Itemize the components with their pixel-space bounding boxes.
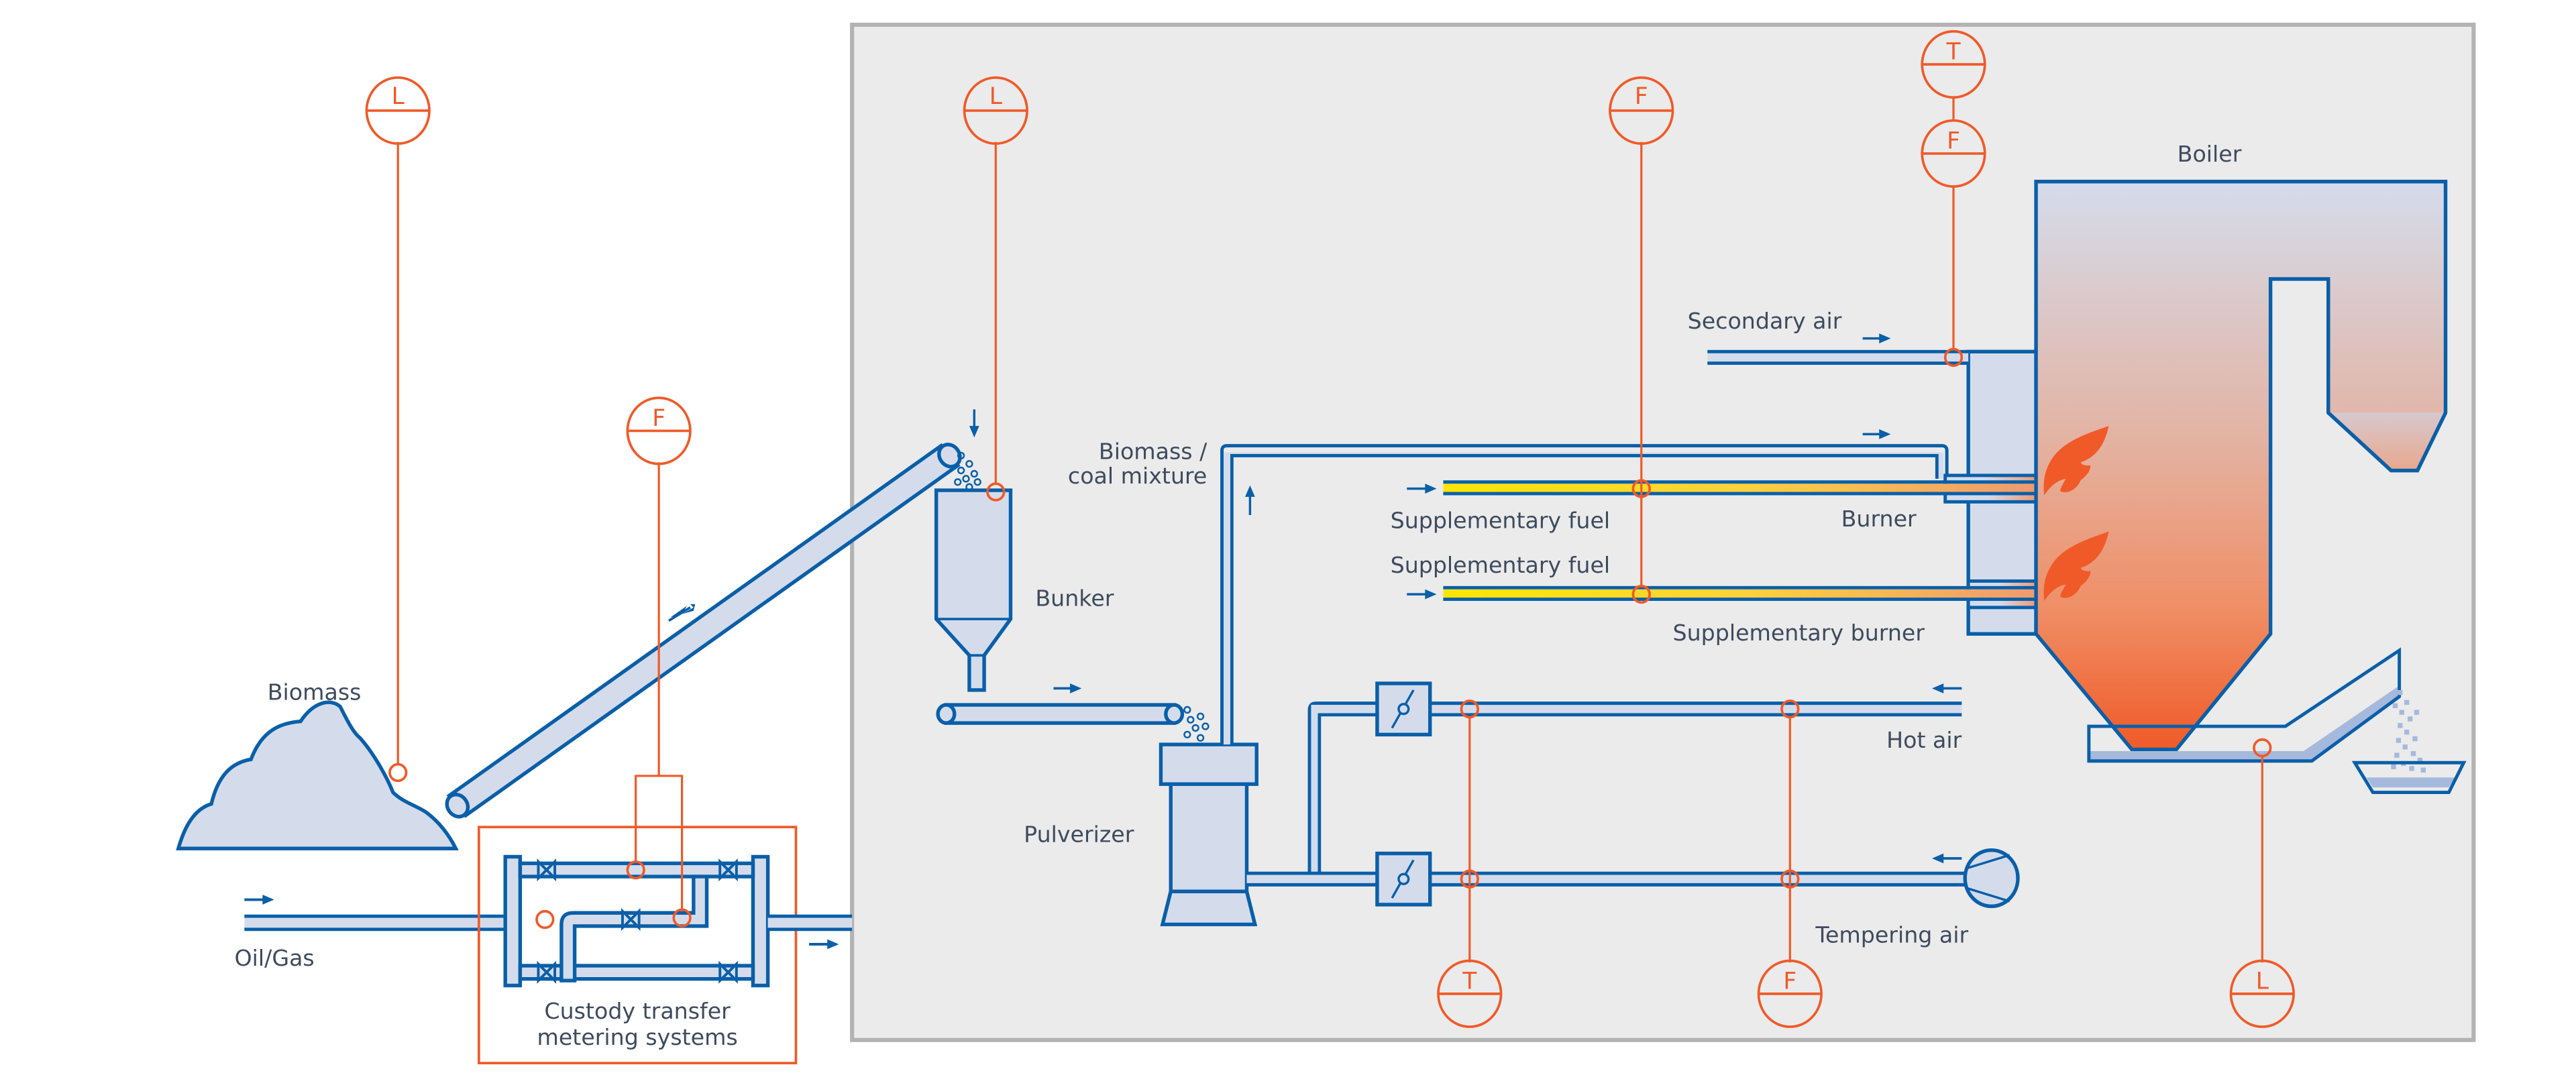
pulverizer [1159,742,1258,927]
inclined-conveyor [445,443,962,819]
instrument-letter: L [2256,968,2269,995]
burner-label: Burner [1841,506,1917,532]
mixture-label-line1: Biomass / [1099,438,1208,464]
boiler-label: Boiler [2178,141,2242,167]
fan-icon[interactable] [1963,848,2020,909]
mixture-label-line2: coal mixture [1068,463,1207,489]
custody-label-line1: Custody transfer [544,998,731,1024]
sensor-point [1460,869,1479,889]
pulverizer-label: Pulverizer [1024,821,1134,847]
biomass-pile [176,700,459,850]
flow-arrow-icon [244,895,274,905]
instrument-air-flow[interactable]: F [1757,699,1823,1028]
instrument-letter: F [652,405,665,432]
oil-gas-label: Oil/Gas [235,945,315,971]
boiler [2034,180,2448,752]
damper-icon[interactable] [1375,681,1432,737]
instrument-letter: F [1783,968,1796,995]
bunker [934,488,1013,692]
flow-arrow-icon [1407,589,1437,600]
supplementary-fuel-line-2 [1443,585,2037,601]
flow-arrow-icon [1245,485,1255,515]
supp-fuel-label-2: Supplementary fuel [1391,552,1611,578]
feed-conveyor [936,703,1185,725]
flame-icon [2043,531,2109,601]
sensor-point [1631,585,1651,604]
hot-air-label: Hot air [1886,727,1962,753]
tempering-air-label: Tempering air [1815,922,1968,948]
supp-burner-label: Supplementary burner [1673,620,1925,646]
supplementary-fuel-line-1 [1443,480,2037,496]
valve-icon[interactable] [621,908,641,931]
sensor-point [388,763,408,783]
mixture-pipe [1220,444,1949,745]
flame-icon [2043,426,2109,496]
sensor-point [1460,699,1479,719]
custody-transfer-box [478,826,798,1065]
valve-icon[interactable] [718,858,738,882]
sensor-point [535,909,555,929]
instrument-letter: T [1945,39,1961,66]
oil-gas-pipe [244,914,506,931]
instrument-secondary-air[interactable]: T F [1921,30,1986,368]
instrument-letter: F [1635,83,1648,110]
flow-arrow-icon [1932,853,1962,864]
sensor-point [1943,347,1964,368]
flow-arrow-icon [1407,484,1437,494]
flow-arrow-icon [667,606,691,622]
sensor-point [1780,699,1800,719]
biomass-label: Biomass [268,679,362,705]
instrument-letter: T [1462,968,1477,995]
flow-arrow-icon [1932,683,1962,693]
instrument-biomass-level[interactable]: L [365,76,431,783]
flow-arrow-icon [1862,429,1891,439]
instrument-letter: F [1947,128,1960,155]
valve-icon[interactable] [718,960,738,984]
valve-icon[interactable] [537,960,557,984]
ash-bin [2351,760,2467,794]
flow-arrow-icon [1862,333,1891,343]
sensor-point [1631,479,1651,498]
flow-arrow-icon [1053,683,1082,693]
outlet-pipe [767,914,853,931]
flow-arrow-icon [969,409,979,438]
instrument-ash-level[interactable]: L [2229,738,2295,1028]
instrument-letter: L [392,83,405,110]
instrument-oilgas-flow[interactable]: F [626,396,692,927]
secondary-air-pipe [1707,349,1969,365]
ash-conveyor [2087,647,2402,763]
tempering-air-duct [1246,871,1969,887]
supp-fuel-label-1: Supplementary fuel [1391,508,1611,534]
bunker-label: Bunker [1035,585,1114,611]
secondary-air-label: Secondary air [1688,308,1842,334]
sensor-point [986,482,1006,502]
metering-skid [503,854,770,988]
custody-label-line2: metering systems [537,1024,738,1050]
sensor-point [626,860,645,880]
instrument-letter: L [989,83,1003,110]
falling-material-icon [954,451,981,491]
hot-air-duct [1307,701,1962,875]
sensor-point [1780,869,1800,889]
valve-icon[interactable] [537,858,557,882]
flow-arrow-icon [809,939,839,950]
falling-material-icon [1183,705,1210,742]
instrument-supp-fuel-flow[interactable]: F [1609,76,1674,604]
instrument-air-temp[interactable]: T [1437,699,1503,1028]
damper-icon[interactable] [1375,851,1432,907]
sensor-point [2253,738,2272,758]
sensor-point [672,908,692,927]
instrument-bunker-level[interactable]: L [963,76,1028,502]
